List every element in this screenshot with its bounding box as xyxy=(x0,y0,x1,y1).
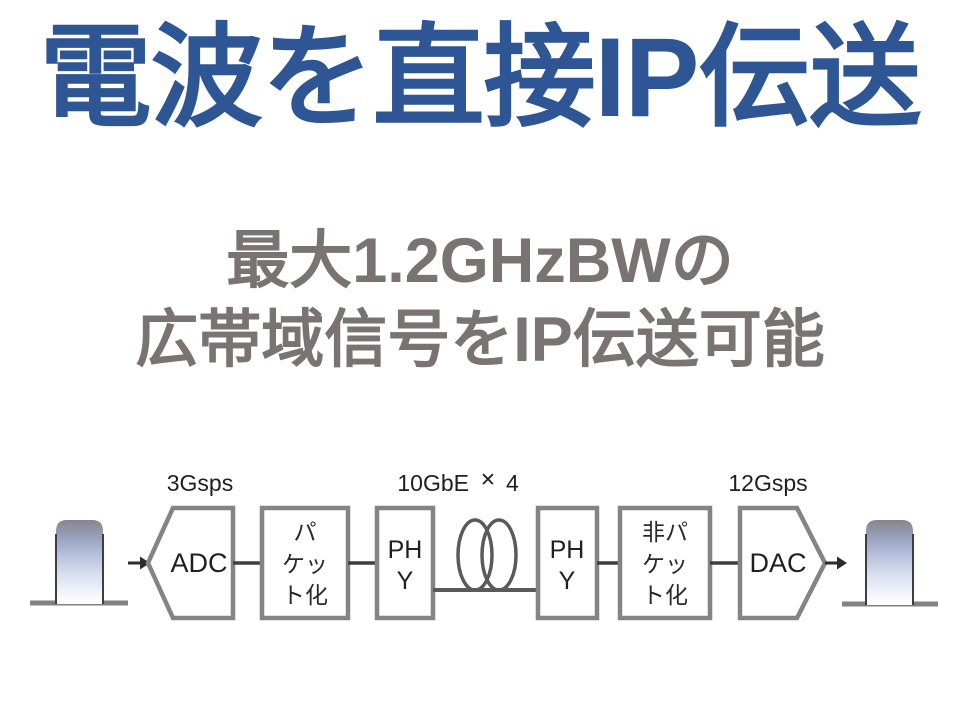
phy1-label-line2: Y xyxy=(397,567,414,595)
packetize-label-line2: ケッ xyxy=(282,551,328,577)
depacketize-label-line1: 非パ xyxy=(642,519,688,545)
depacketize-label-line3: ト化 xyxy=(642,582,688,608)
packetize-block-shape xyxy=(259,505,351,621)
input-pulse-shape xyxy=(56,520,103,604)
phy2-label-line1: PH xyxy=(550,536,585,564)
output-pulse-shape xyxy=(866,520,913,605)
phy2-label-line2: Y xyxy=(559,567,576,595)
input-arrow-head xyxy=(140,556,150,570)
phy1-label-line1: PH xyxy=(388,536,423,564)
link-count-label: 4 xyxy=(506,470,519,496)
dac-block-shape xyxy=(737,505,828,621)
packetize-label-line1: パ xyxy=(294,519,317,545)
slide-title: 電波を直接IP伝送 xyxy=(39,15,922,140)
packetize-label-line3: ト化 xyxy=(282,582,328,608)
adc-block-label: ADC xyxy=(170,548,227,578)
adc-block-shape xyxy=(145,505,236,621)
output-arrow-head xyxy=(837,556,847,570)
depacketize-block-shape xyxy=(617,505,713,621)
adc-rate-label: 3Gsps xyxy=(167,470,233,496)
dac-block-label: DAC xyxy=(749,548,806,578)
phy2-block-shape xyxy=(535,505,600,621)
depacketize-label-line2: ケッ xyxy=(642,551,688,577)
fiber-coil-icon xyxy=(456,518,494,592)
link-rate-label: 10GbE xyxy=(397,470,469,496)
slide-subtitle: 最大1.2GHzBWの 広帯域信号をIP伝送可能 xyxy=(0,222,960,381)
fiber-coil-icon xyxy=(480,518,518,592)
link-times-icon: ✕ xyxy=(480,470,496,491)
dac-rate-label: 12Gsps xyxy=(728,470,807,496)
subtitle-line-2: 広帯域信号をIP伝送可能 xyxy=(135,305,825,376)
phy1-block-shape xyxy=(374,505,436,621)
subtitle-line-1: 最大1.2GHzBWの xyxy=(226,226,734,296)
